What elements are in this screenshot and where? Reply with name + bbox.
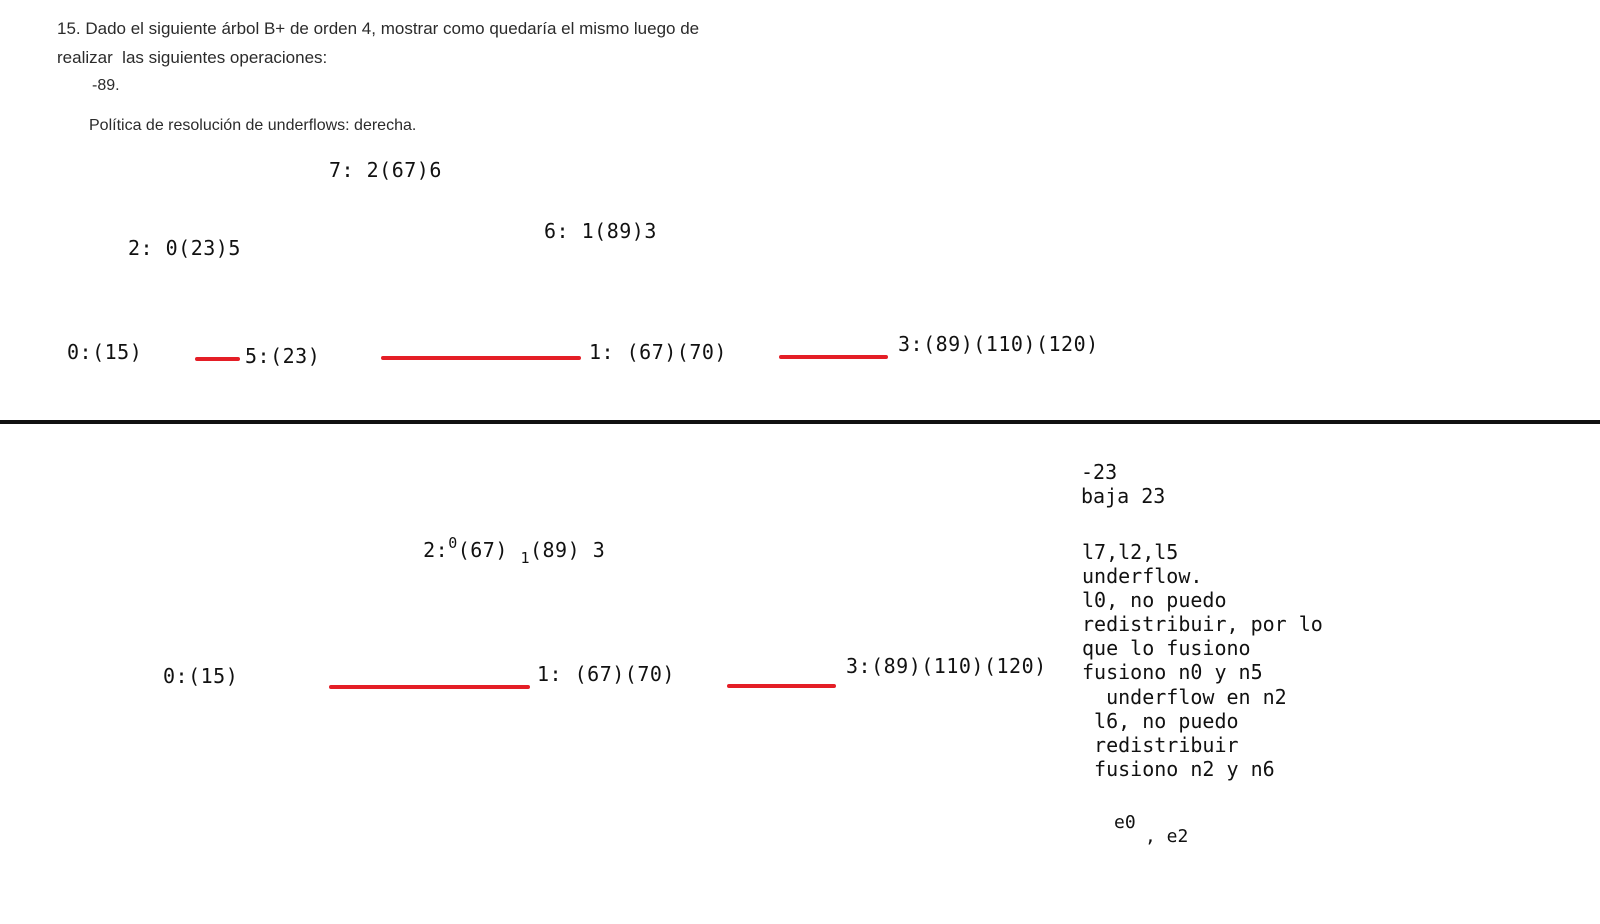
root-after-k2: (89) xyxy=(529,538,581,562)
root-after-prefix: 2: xyxy=(423,538,449,562)
root-after-p2: 3 xyxy=(592,538,606,562)
leaf-link-1-3 xyxy=(779,355,888,359)
note-l0: l0, no puedo xyxy=(1082,588,1227,612)
leaf-1-after: 1: (67)(70) xyxy=(537,662,675,686)
note-reads: l7,l2,l5 xyxy=(1082,540,1179,564)
note-underflow: underflow. xyxy=(1082,564,1203,588)
note-op: -23 xyxy=(1081,460,1118,484)
leaf-link-0-1-after xyxy=(329,685,530,689)
leaf-link-1-3-after xyxy=(727,684,836,688)
section-divider xyxy=(0,420,1600,424)
note-e0: e0 xyxy=(1114,812,1136,833)
root-after-p1: 1 xyxy=(520,549,530,567)
note-fusiono-2: fusiono n2 y n6 xyxy=(1082,757,1275,781)
operation-text: -89. xyxy=(92,77,120,94)
internal-node-6-before: 6: 1(89)3 xyxy=(544,219,657,243)
note-l6: l6, no puedo xyxy=(1082,709,1239,733)
note-underflow-n2: underflow en n2 xyxy=(1082,685,1287,709)
note-redistribuir-2: redistribuir xyxy=(1082,733,1239,757)
leaf-0-before: 0:(15) xyxy=(67,340,143,364)
question-line-2: realizar las siguientes operaciones: xyxy=(57,48,328,67)
note-que: que lo fusiono xyxy=(1082,636,1251,660)
leaf-link-5-1 xyxy=(381,356,581,360)
root-after-k1: (67) xyxy=(457,538,508,562)
policy-text: Política de resolución de underflows: de… xyxy=(89,117,417,134)
root-node-after: 2:0(67) 1(89) 3 xyxy=(398,514,606,567)
leaf-5-before: 5:(23) xyxy=(245,344,321,368)
note-fusiono-1: fusiono n0 y n5 xyxy=(1082,660,1263,684)
internal-node-2-before: 2: 0(23)5 xyxy=(128,236,241,260)
root-after-p0: 0 xyxy=(448,534,458,552)
leaf-3-after: 3:(89)(110)(120) xyxy=(846,654,1047,678)
note-baja: baja 23 xyxy=(1081,484,1166,508)
note-e2: , e2 xyxy=(1145,826,1189,847)
leaf-0-after: 0:(15) xyxy=(163,664,239,688)
leaf-link-0-5 xyxy=(195,357,240,361)
root-node-before: 7: 2(67)6 xyxy=(329,158,442,182)
question-line-1: 15. Dado el siguiente árbol B+ de orden … xyxy=(57,19,700,38)
note-redistribuir-1: redistribuir, por lo xyxy=(1082,612,1323,636)
leaf-1-before: 1: (67)(70) xyxy=(589,340,727,364)
leaf-3-before: 3:(89)(110)(120) xyxy=(898,332,1099,356)
